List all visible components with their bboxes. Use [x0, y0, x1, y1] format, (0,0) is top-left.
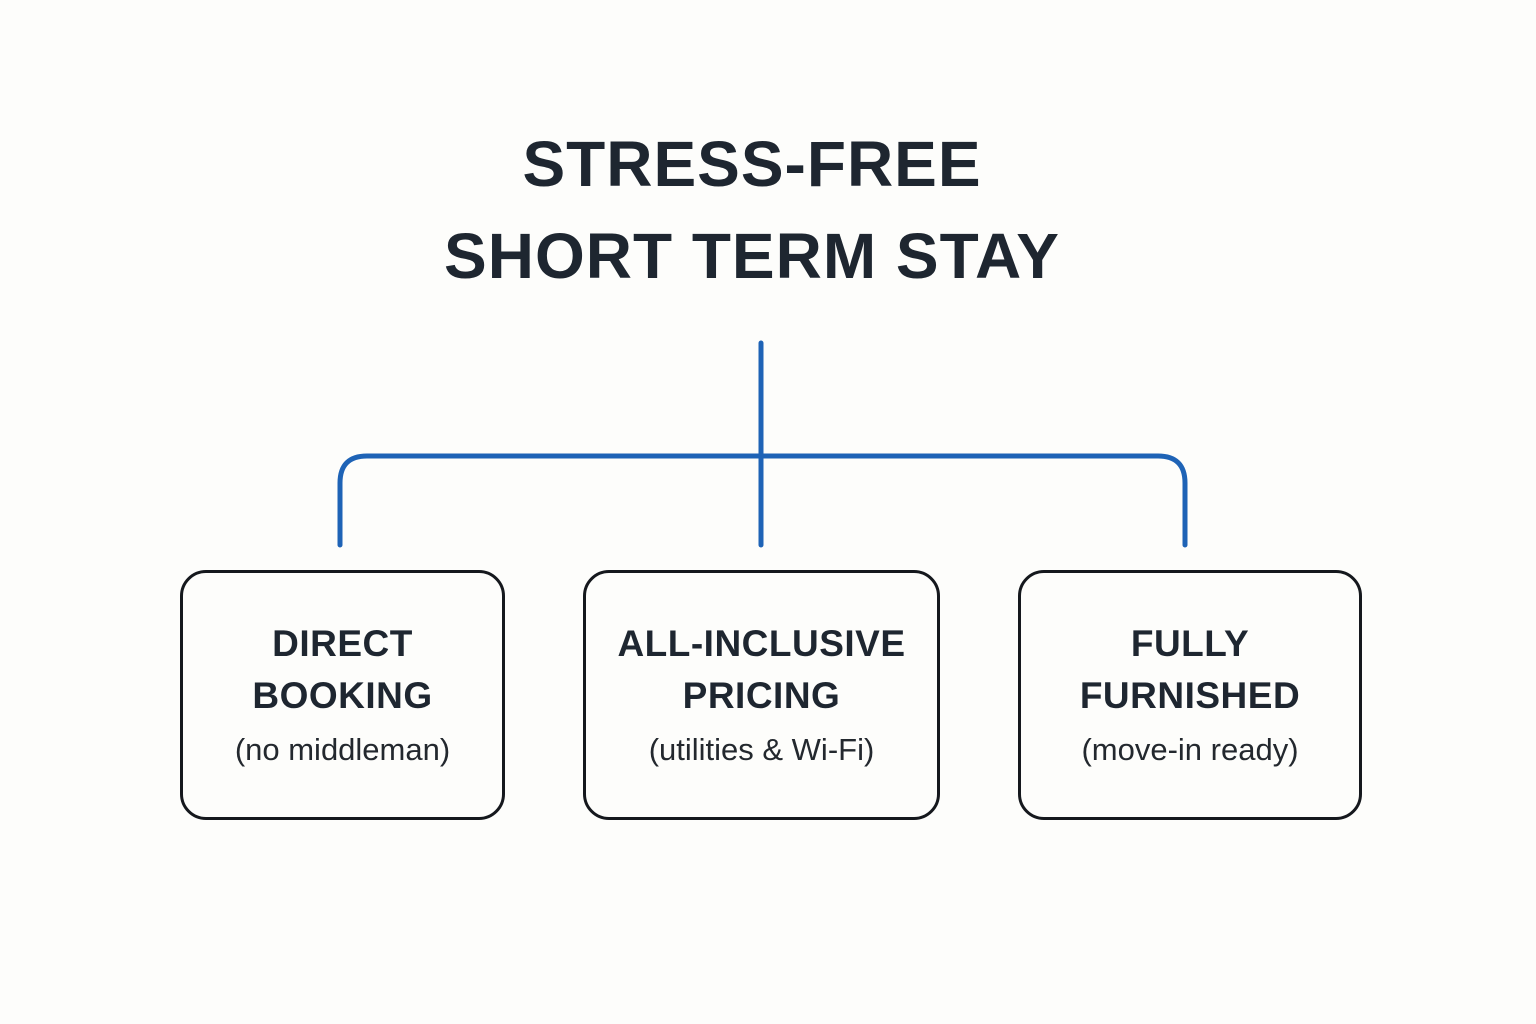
node-subtext: (no middleman) — [234, 732, 451, 767]
connector-bracket-line — [337, 453, 1188, 548]
node-heading: DIRECT BOOKING — [252, 623, 433, 716]
node-subtext: (move-in ready) — [1081, 732, 1299, 767]
node-heading: FULLY FURNISHED — [1079, 623, 1301, 716]
node-direct-booking: DIRECT BOOKING (no middleman) — [180, 570, 505, 820]
node-heading: ALL-INCLUSIVE PRICING — [617, 623, 906, 716]
node-subtext: (utilities & Wi-Fi) — [648, 732, 875, 767]
diagram-title: STRESS-FREE SHORT TERM STAY — [444, 128, 1060, 292]
node-fully-furnished: FULLY FURNISHED (move-in ready) — [1018, 570, 1362, 820]
node-all-inclusive-pricing: ALL-INCLUSIVE PRICING (utilities & Wi-Fi… — [583, 570, 940, 820]
